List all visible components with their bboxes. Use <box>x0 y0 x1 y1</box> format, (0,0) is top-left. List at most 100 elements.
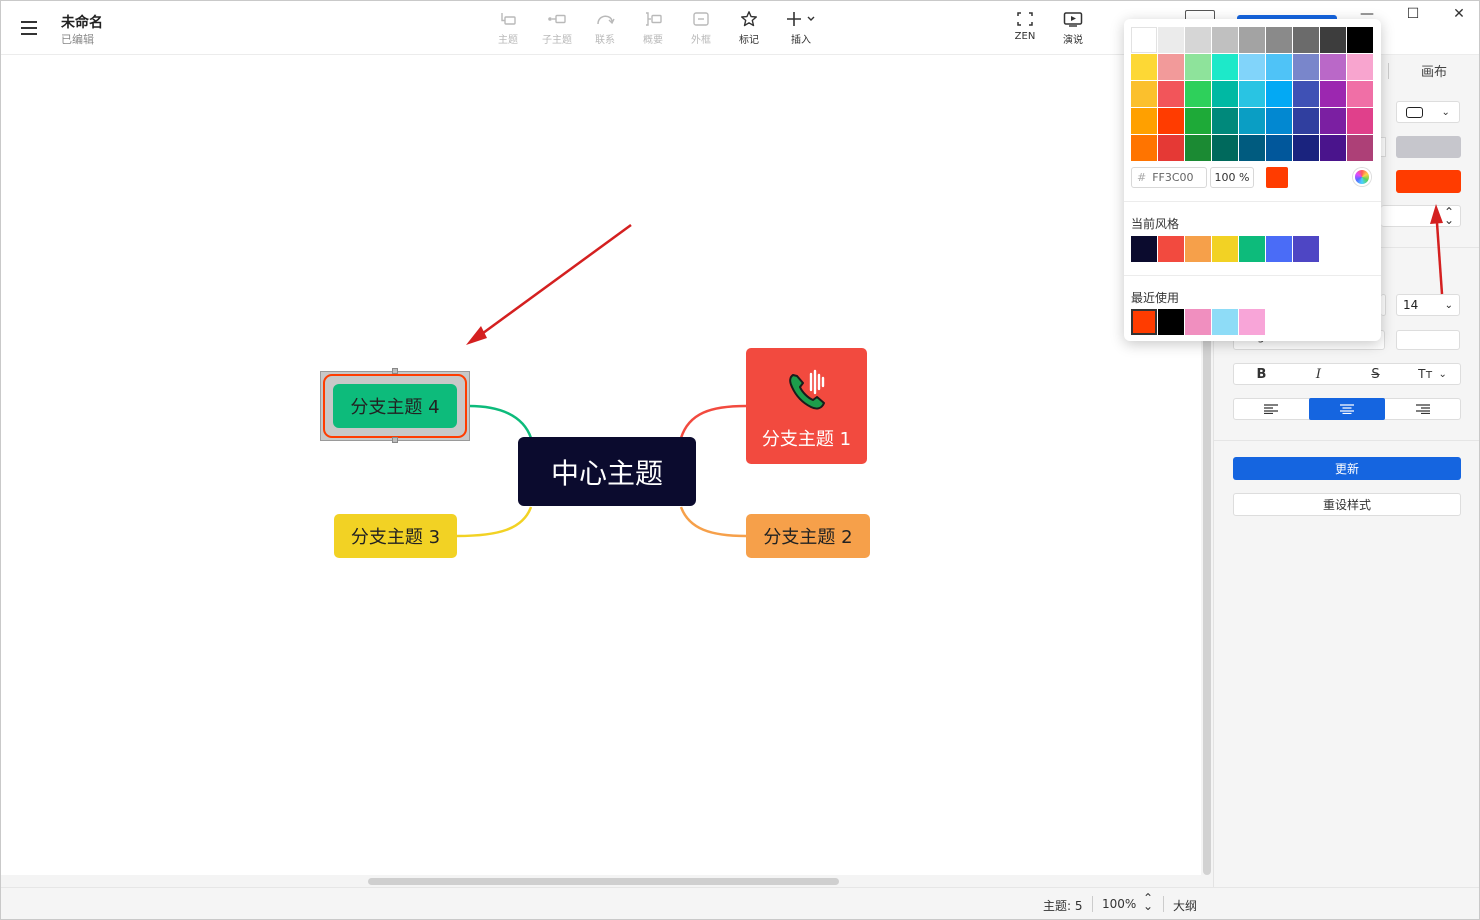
color-swatch[interactable] <box>1293 81 1319 107</box>
present-button[interactable]: 演说 <box>1051 9 1095 49</box>
zoom-stepper-icon[interactable]: ⌃⌄ <box>1143 891 1154 913</box>
branch-topic-2-node[interactable]: 分支主题 2 <box>746 514 870 558</box>
hamburger-menu-icon[interactable] <box>15 15 43 41</box>
horizontal-scroll-thumb[interactable] <box>368 878 839 885</box>
strikethrough-button[interactable]: S <box>1371 366 1380 382</box>
color-swatch[interactable] <box>1239 135 1265 161</box>
color-swatch[interactable] <box>1266 135 1292 161</box>
color-swatch[interactable] <box>1212 27 1238 53</box>
color-swatch[interactable] <box>1185 27 1211 53</box>
reset-style-button[interactable]: 重设样式 <box>1233 493 1461 516</box>
close-window-icon[interactable]: ✕ <box>1453 6 1465 22</box>
color-swatch[interactable] <box>1239 108 1265 134</box>
color-swatch[interactable] <box>1320 81 1346 107</box>
alpha-input[interactable]: 100 % <box>1210 167 1254 188</box>
bold-button[interactable]: B <box>1256 366 1267 382</box>
marker-tool-button[interactable]: 标记 <box>727 9 771 49</box>
update-button[interactable]: 更新 <box>1233 457 1461 480</box>
color-swatch[interactable] <box>1266 27 1292 53</box>
fill-color-swatch[interactable] <box>1396 170 1461 193</box>
zoom-level[interactable]: 100% <box>1102 897 1137 911</box>
text-case-button[interactable]: Tт ⌄ <box>1404 363 1461 385</box>
hex-input[interactable]: # FF3C00 <box>1131 167 1207 188</box>
color-swatch[interactable] <box>1212 81 1238 107</box>
color-swatch[interactable] <box>1347 108 1373 134</box>
color-swatch[interactable] <box>1320 27 1346 53</box>
recent-color-swatch[interactable] <box>1158 309 1184 335</box>
color-swatch[interactable] <box>1212 108 1238 134</box>
color-swatch[interactable] <box>1320 135 1346 161</box>
branch-topic-4-node[interactable]: 分支主题 4 <box>333 384 457 428</box>
central-topic-node[interactable]: 中心主题 <box>518 437 696 506</box>
style-color-swatch[interactable] <box>1293 236 1319 262</box>
style-color-swatch[interactable] <box>1212 236 1238 262</box>
color-swatch[interactable] <box>1320 108 1346 134</box>
color-swatch[interactable] <box>1212 135 1238 161</box>
resize-handle-bottom[interactable] <box>392 437 398 443</box>
color-wheel-icon[interactable] <box>1353 168 1371 186</box>
color-swatch[interactable] <box>1347 81 1373 107</box>
color-swatch[interactable] <box>1131 108 1157 134</box>
color-swatch[interactable] <box>1239 54 1265 80</box>
align-left-button[interactable] <box>1233 398 1309 420</box>
boundary-tool-button[interactable]: 外框 <box>679 9 723 49</box>
zen-mode-button[interactable]: ZEN <box>1003 9 1047 49</box>
style-color-swatch[interactable] <box>1239 236 1265 262</box>
style-color-swatch[interactable] <box>1185 236 1211 262</box>
style-color-swatch[interactable] <box>1266 236 1292 262</box>
shape-select[interactable]: ⌄ <box>1396 101 1460 123</box>
recent-color-swatch[interactable] <box>1239 309 1265 335</box>
topic-tool-button[interactable]: 主题 <box>486 9 530 49</box>
color-swatch[interactable] <box>1347 27 1373 53</box>
color-swatch[interactable] <box>1293 54 1319 80</box>
color-swatch[interactable] <box>1185 81 1211 107</box>
color-swatch[interactable] <box>1158 135 1184 161</box>
color-swatch[interactable] <box>1293 108 1319 134</box>
color-swatch[interactable] <box>1185 135 1211 161</box>
text-color-box[interactable] <box>1396 330 1460 350</box>
subtopic-tool-button[interactable]: 子主题 <box>535 9 579 49</box>
maximize-window-icon[interactable]: ☐ <box>1406 6 1420 22</box>
color-swatch[interactable] <box>1266 81 1292 107</box>
color-swatch[interactable] <box>1131 54 1157 80</box>
color-swatch[interactable] <box>1131 135 1157 161</box>
color-swatch[interactable] <box>1239 81 1265 107</box>
style-color-swatch[interactable] <box>1131 236 1157 262</box>
style-color-swatch[interactable] <box>1158 236 1184 262</box>
vertical-scroll-thumb[interactable] <box>1203 275 1211 875</box>
color-swatch[interactable] <box>1185 108 1211 134</box>
align-right-button[interactable] <box>1385 398 1461 420</box>
color-swatch[interactable] <box>1185 54 1211 80</box>
insert-tool-button[interactable]: 插入 <box>779 9 823 49</box>
resize-handle-top[interactable] <box>392 368 398 374</box>
minimize-window-icon[interactable]: — <box>1360 6 1374 22</box>
color-swatch[interactable] <box>1293 135 1319 161</box>
recent-color-swatch[interactable] <box>1131 309 1157 335</box>
branch-topic-3-node[interactable]: 分支主题 3 <box>334 514 457 558</box>
align-center-button[interactable] <box>1309 398 1385 420</box>
outline-toggle[interactable]: 大纲 <box>1173 899 1198 913</box>
color-swatch[interactable] <box>1347 135 1373 161</box>
color-swatch[interactable] <box>1158 27 1184 53</box>
branch-topic-1-node[interactable]: 分支主题 1 <box>746 348 867 464</box>
tab-canvas[interactable]: 画布 <box>1421 65 1448 80</box>
color-swatch[interactable] <box>1266 54 1292 80</box>
relationship-tool-button[interactable]: 联系 <box>583 9 627 49</box>
horizontal-scrollbar[interactable] <box>1 875 1201 887</box>
color-swatch[interactable] <box>1239 27 1265 53</box>
mindmap-canvas[interactable]: 中心主题 分支主题 1 分支主题 2 分支主题 3 分支主题 4 <box>1 55 1201 887</box>
border-color-swatch[interactable] <box>1396 136 1461 158</box>
document-title[interactable]: 未命名 <box>61 15 103 31</box>
color-swatch[interactable] <box>1320 54 1346 80</box>
font-size-select[interactable]: 14 ⌄ <box>1396 294 1460 316</box>
color-swatch[interactable] <box>1347 54 1373 80</box>
color-swatch[interactable] <box>1266 108 1292 134</box>
color-swatch[interactable] <box>1158 54 1184 80</box>
color-swatch[interactable] <box>1212 54 1238 80</box>
color-swatch[interactable] <box>1293 27 1319 53</box>
color-swatch[interactable] <box>1158 108 1184 134</box>
color-swatch[interactable] <box>1131 27 1157 53</box>
color-swatch[interactable] <box>1158 81 1184 107</box>
recent-color-swatch[interactable] <box>1212 309 1238 335</box>
recent-color-swatch[interactable] <box>1185 309 1211 335</box>
